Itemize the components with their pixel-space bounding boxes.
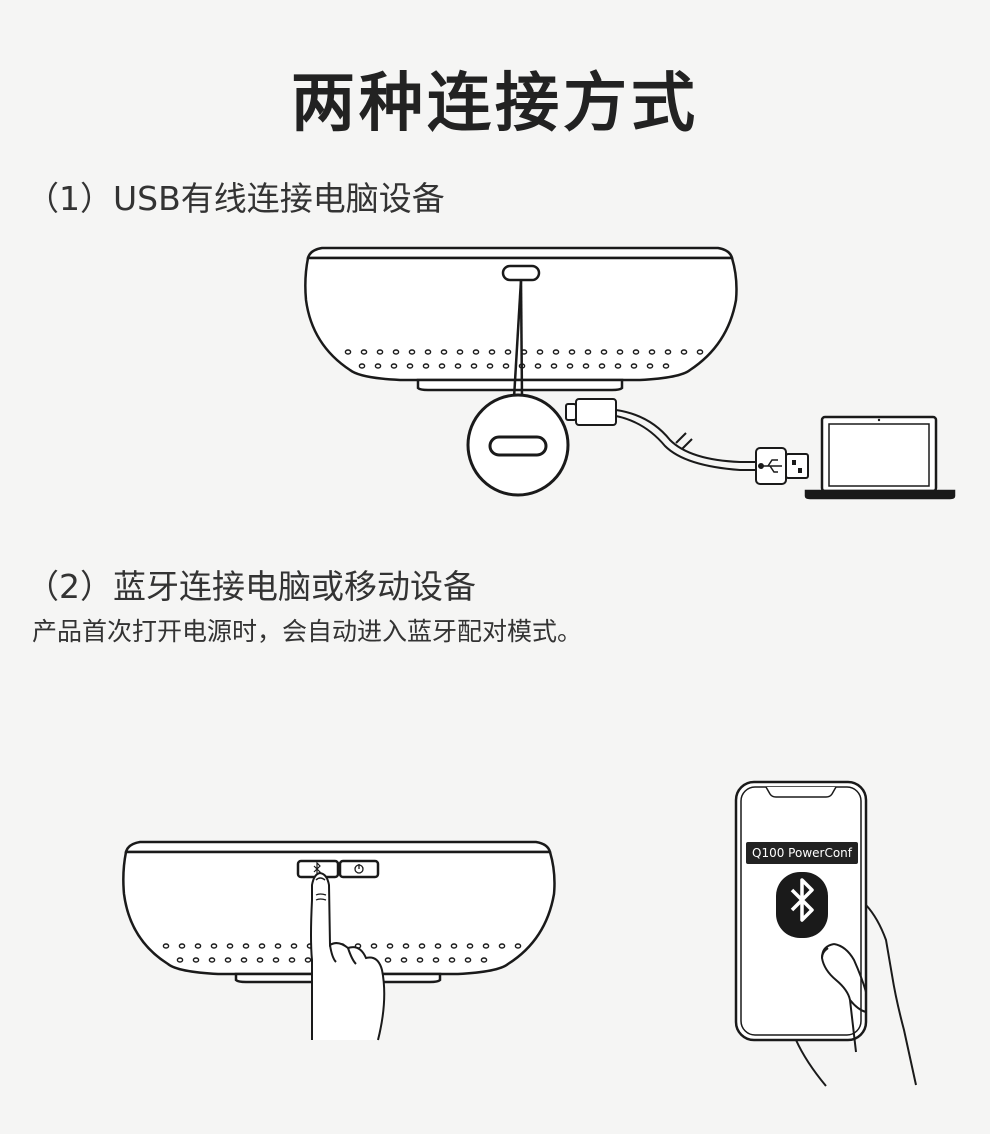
speaker-hole: [466, 943, 474, 949]
speaker-hole: [440, 349, 448, 355]
speaker-hole: [680, 349, 688, 355]
speaker-hole: [376, 349, 384, 355]
speaker-hole: [536, 349, 544, 355]
speaker-hole: [432, 957, 440, 963]
speaker-hole: [552, 349, 560, 355]
speaker-hole: [192, 957, 200, 963]
page-title: 两种连接方式: [291, 67, 699, 141]
speaker-hole: [384, 957, 392, 963]
speaker-hole: [418, 943, 426, 949]
speaker-hole: [480, 957, 488, 963]
speaker-hole: [472, 349, 480, 355]
speaker-hole: [498, 943, 506, 949]
speaker-hole: [482, 943, 490, 949]
speaker-hole: [664, 349, 672, 355]
speaker-hole: [582, 363, 590, 369]
speaker-hole: [696, 349, 704, 355]
bluetooth-section-heading: （2）蓝牙连接电脑或移动设备: [26, 567, 476, 606]
speaker-hole: [374, 363, 382, 369]
speaker-hole: [434, 943, 442, 949]
usb-c-port-icon: [501, 264, 541, 282]
speaker-hole: [600, 349, 608, 355]
speaker-hole: [598, 363, 606, 369]
speaker-hole: [550, 363, 558, 369]
speaker-hole: [304, 957, 312, 963]
speaker-hole: [386, 943, 394, 949]
speaker-hole: [256, 957, 264, 963]
speaker-hole: [504, 349, 512, 355]
usb-section-heading: （1）USB有线连接电脑设备: [26, 179, 445, 218]
speaker-hole: [470, 363, 478, 369]
speaker-hole: [406, 363, 414, 369]
speaker-hole: [290, 943, 298, 949]
speaker-hole: [568, 349, 576, 355]
speaker-hole: [240, 957, 248, 963]
speaker-hole: [534, 363, 542, 369]
speaker-hole: [402, 943, 410, 949]
speaker-hole: [274, 943, 282, 949]
speaker-hole: [502, 363, 510, 369]
speaker-hole: [488, 349, 496, 355]
speaker-hole: [486, 363, 494, 369]
speaker-hole: [416, 957, 424, 963]
speaker-hole: [370, 943, 378, 949]
phone-device-label: Q100 PowerConf: [746, 842, 858, 864]
speaker-hole: [456, 349, 464, 355]
speaker-hole: [424, 349, 432, 355]
bluetooth-icon: [776, 872, 828, 938]
speaker-hole: [288, 957, 296, 963]
speaker-hole: [358, 363, 366, 369]
speaker-hole: [392, 349, 400, 355]
speaker-hole: [408, 349, 416, 355]
speaker-hole: [208, 957, 216, 963]
speaker-hole: [566, 363, 574, 369]
speaker-hole: [178, 943, 186, 949]
speaker-hole: [210, 943, 218, 949]
speaker-hole: [514, 943, 522, 949]
speaker-hole: [438, 363, 446, 369]
speaker-hole: [630, 363, 638, 369]
finger-icon: [310, 871, 386, 1041]
speaker-hole: [226, 943, 234, 949]
speaker-hole: [464, 957, 472, 963]
speaker-hole: [344, 349, 352, 355]
speaker-hole: [224, 957, 232, 963]
speaker-hole: [176, 957, 184, 963]
usb-cable-icon: [565, 398, 809, 485]
bluetooth-description: 产品首次打开电源时，会自动进入蓝牙配对模式。: [32, 617, 583, 646]
speaker-hole: [632, 349, 640, 355]
speaker-hole: [448, 957, 456, 963]
laptop-icon: [804, 415, 956, 500]
speaker-hole: [194, 943, 202, 949]
speaker-hole: [646, 363, 654, 369]
speaker-hole: [390, 363, 398, 369]
speaker-hole: [242, 943, 250, 949]
speaker-hole: [360, 349, 368, 355]
hand-icon: [795, 904, 917, 1087]
speaker-usb: [304, 246, 738, 497]
speaker-hole: [162, 943, 170, 949]
speaker-hole: [614, 363, 622, 369]
speaker-hole: [454, 363, 462, 369]
speaker-hole: [662, 363, 670, 369]
speaker-hole: [616, 349, 624, 355]
speaker-hole: [258, 943, 266, 949]
speaker-hole: [400, 957, 408, 963]
speaker-hole: [648, 349, 656, 355]
speaker-hole: [450, 943, 458, 949]
speaker-hole: [422, 363, 430, 369]
speaker-holes: [344, 349, 704, 369]
speaker-hole: [272, 957, 280, 963]
speaker-hole: [584, 349, 592, 355]
